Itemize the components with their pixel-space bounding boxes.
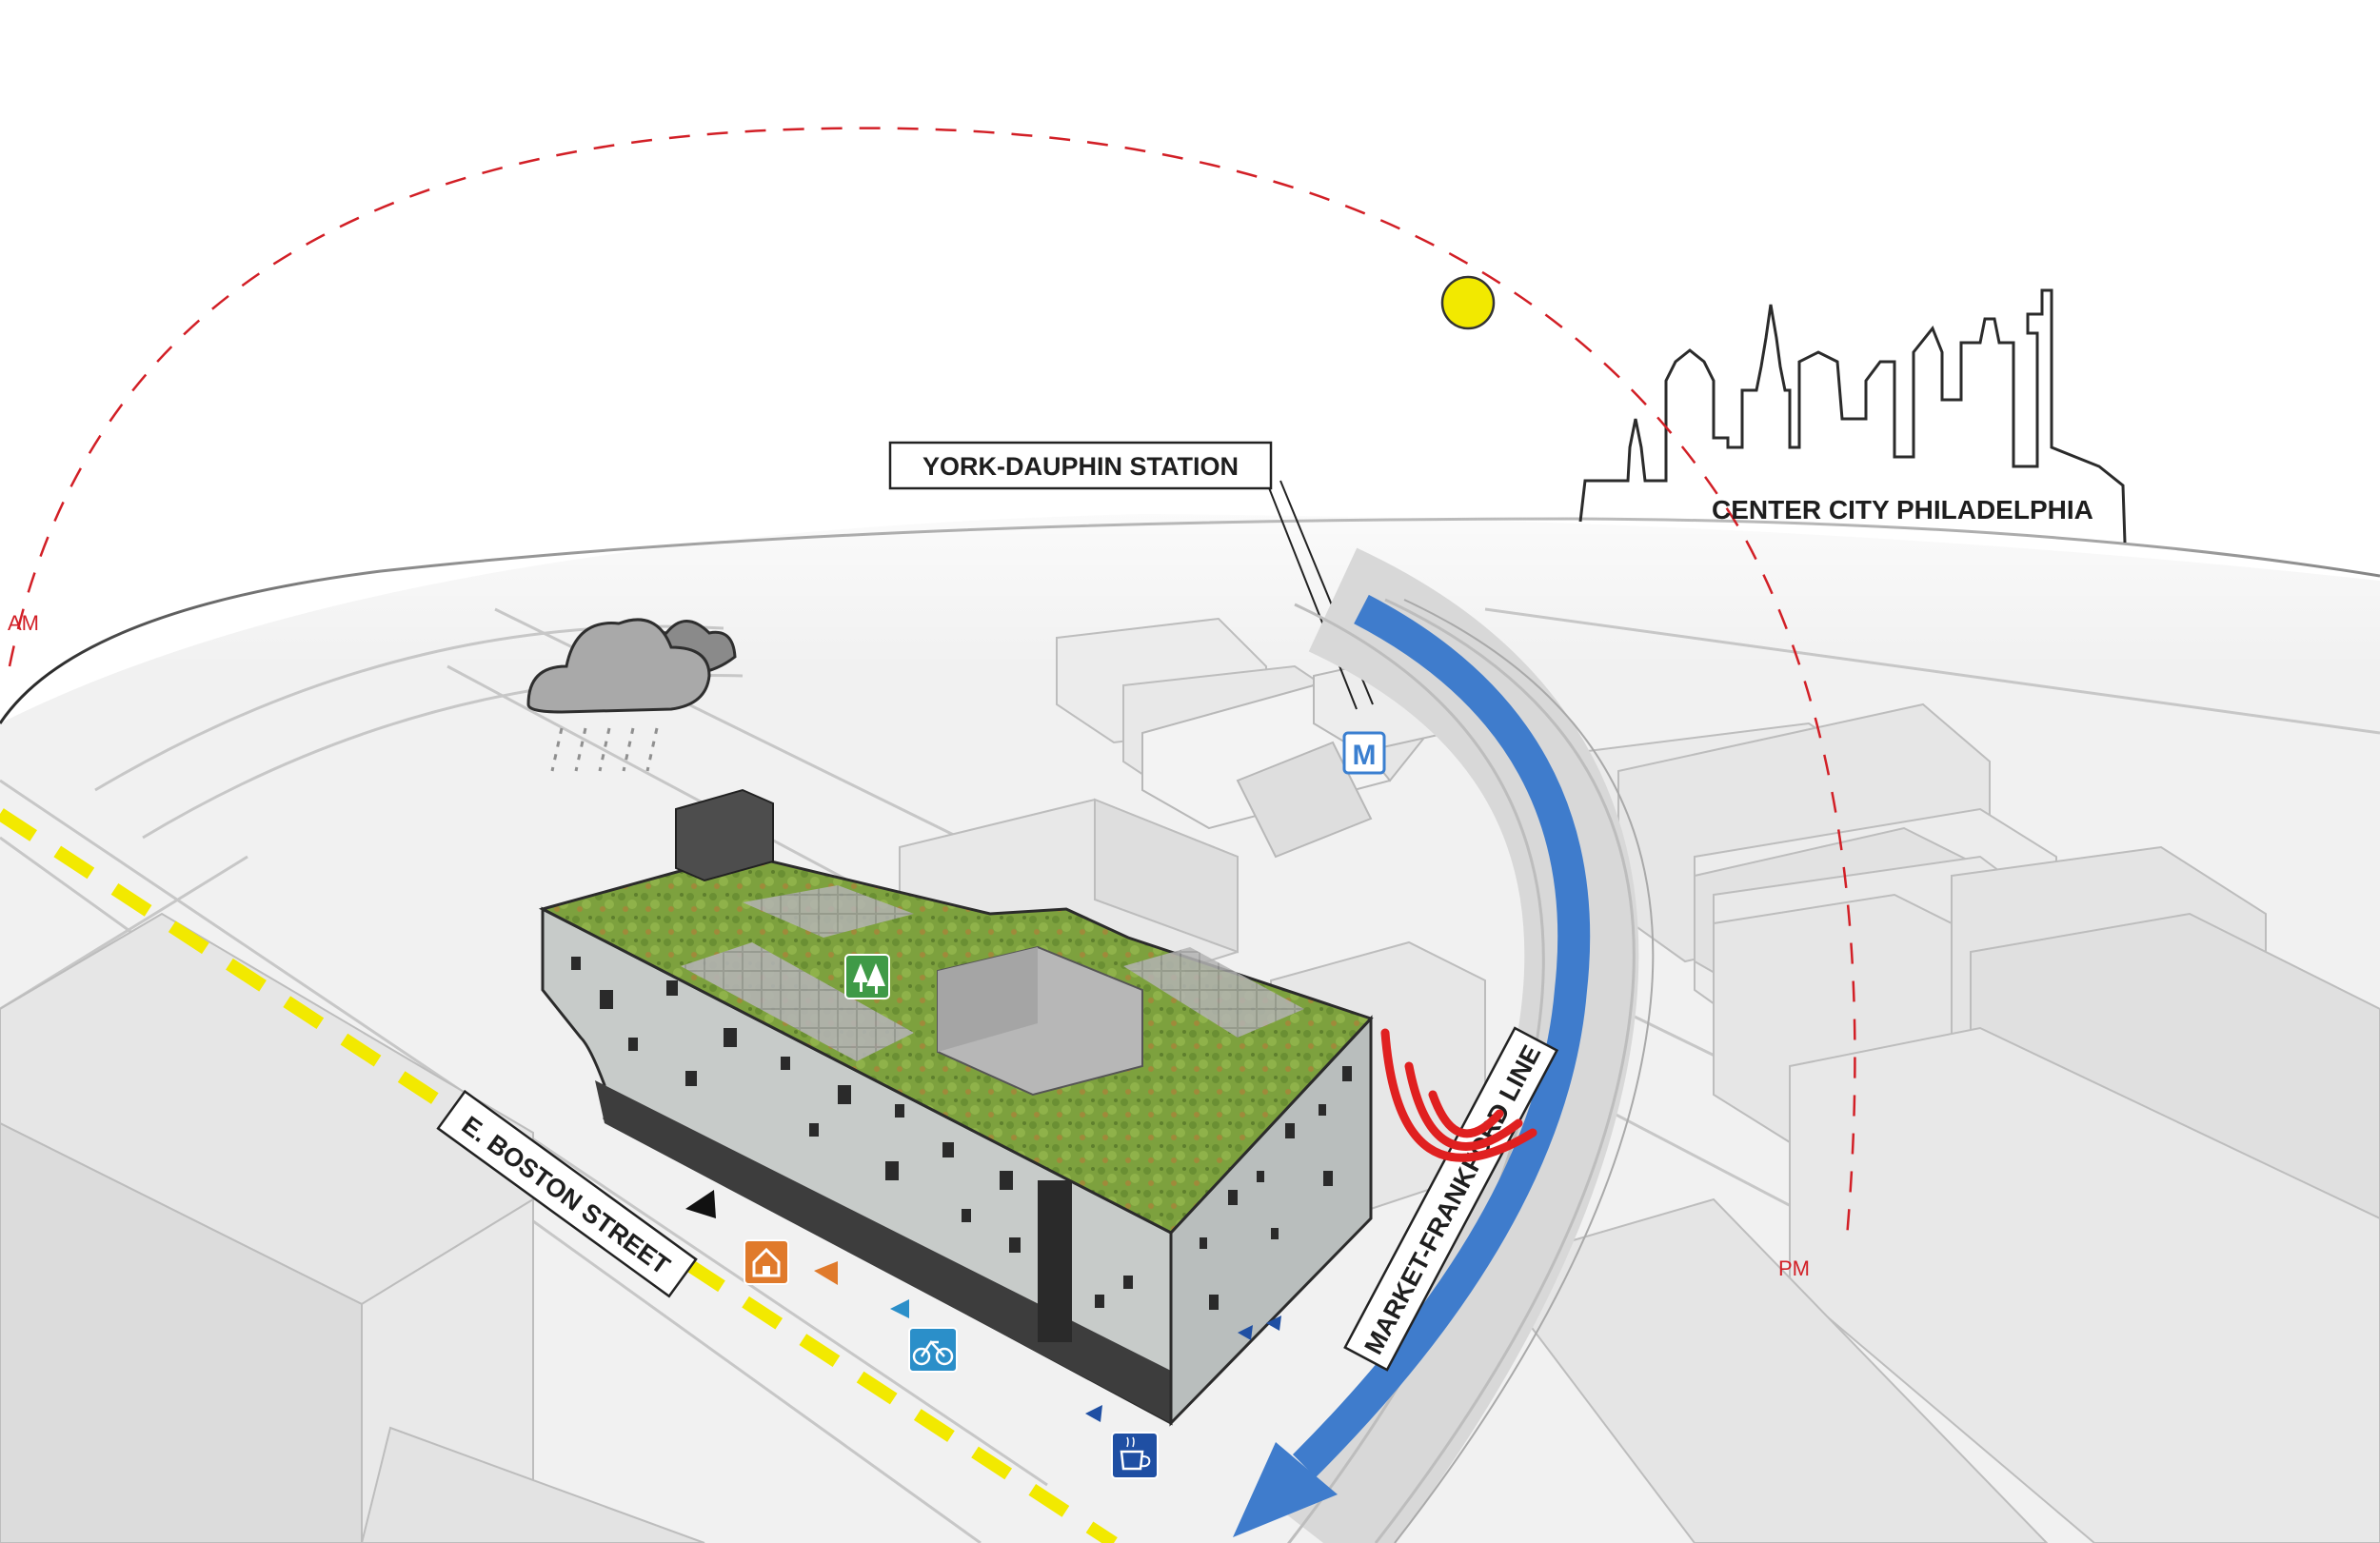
metro-icon: M [1342,731,1386,775]
sun-pm-label: PM [1778,1256,1810,1280]
roof-pavers [681,942,914,1061]
entry-arrow-blue-3 [1266,1316,1281,1331]
sun-am-label: AM [8,611,39,635]
station-label: YORK-DAUPHIN STATION [922,452,1239,481]
entry-arrow-black [685,1190,716,1218]
roof-path [743,885,914,938]
entry-arrow-orange [814,1261,838,1285]
bicycle-icon [908,1327,958,1373]
metro-badge-text: M [1353,740,1377,771]
main-building [538,788,1374,1427]
house-icon [744,1239,789,1285]
stair-penthouse [675,788,774,882]
facade-windows [571,957,1133,1342]
noise-waves-icon [1380,1028,1537,1162]
entry-arrow-blue-1 [890,1299,909,1318]
tree-icon [844,954,890,999]
sun-path [8,127,1856,1238]
rail-direction-arrow [1233,594,1591,1537]
skyline-outline [1578,288,2127,544]
coffee-icon [1111,1432,1159,1479]
sun-icon [1440,275,1496,330]
entry-arrow-blue-2 [1238,1325,1253,1340]
station-callout [888,441,1374,710]
roof-pavers-2 [1123,947,1304,1038]
rain-cloud-icon [526,618,737,772]
skyline-label: CENTER CITY PHILADELPHIA [1712,495,2093,524]
entry-arrow-blue-4 [1085,1405,1102,1422]
entrance-arrows [685,1190,1281,1422]
facade-windows-right [1200,1066,1352,1310]
street-centerline [0,808,1118,1543]
building-ground-floor [595,1080,1171,1423]
